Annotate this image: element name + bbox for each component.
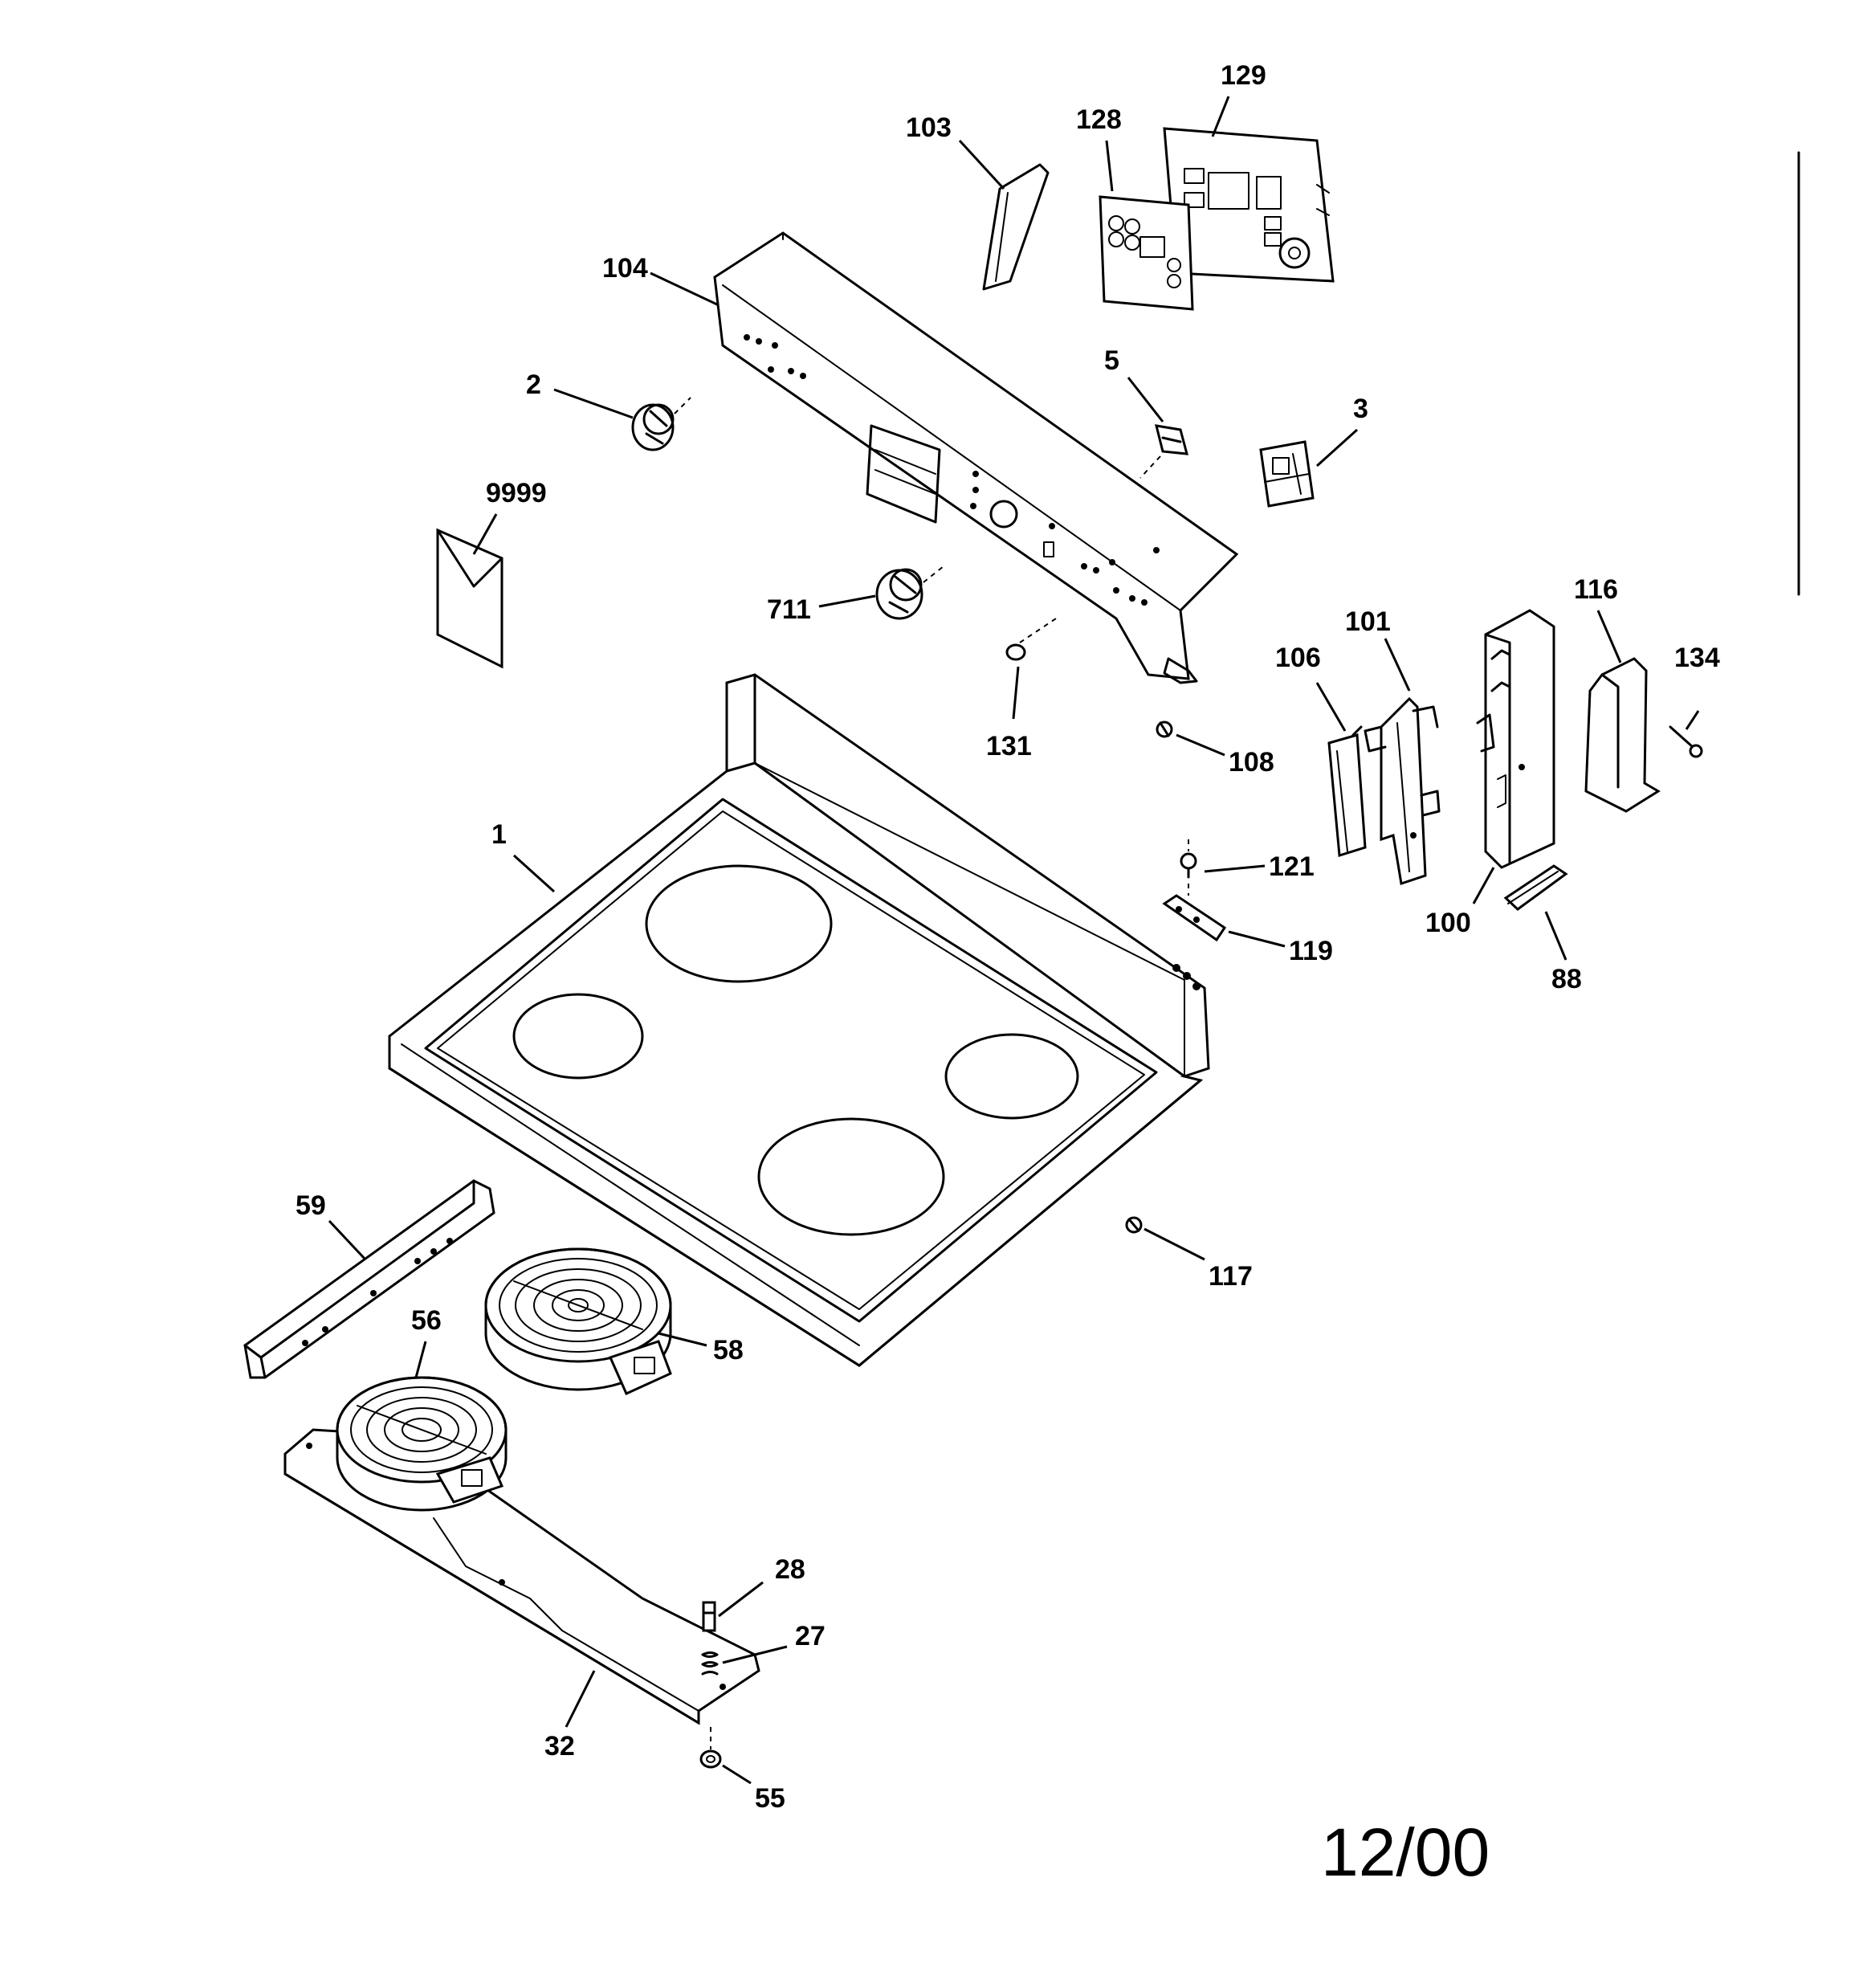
label-5: 5 — [1104, 345, 1119, 376]
part-100-side-trim — [1476, 609, 1555, 869]
part-56-radiant-element — [336, 1376, 508, 1512]
part-116-end-cap — [1584, 657, 1661, 813]
part-9999-literature — [436, 528, 503, 669]
label-100: 100 — [1425, 908, 1471, 938]
part-103-bracket — [982, 163, 1050, 291]
label-9999: 9999 — [486, 478, 547, 508]
part-88-block — [1503, 864, 1568, 911]
part-3-relay — [1259, 440, 1315, 508]
label-27: 27 — [795, 1621, 826, 1651]
part-128-overlay — [1099, 195, 1194, 311]
part-58-radiant-element — [484, 1247, 672, 1395]
label-106: 106 — [1275, 643, 1321, 673]
label-88: 88 — [1551, 964, 1582, 994]
burner-ring — [645, 864, 833, 983]
date-code: 12/00 — [1321, 1815, 1490, 1890]
label-131: 131 — [986, 731, 1032, 761]
part-711-knob — [875, 568, 923, 620]
part-121-screw — [1180, 852, 1197, 879]
label-104: 104 — [602, 253, 648, 284]
part-108-screw — [1156, 720, 1173, 738]
part-117-nut — [1125, 1216, 1143, 1234]
part-119-bracket — [1162, 894, 1227, 942]
part-5-switch — [1154, 424, 1189, 455]
label-2: 2 — [526, 369, 541, 400]
label-108: 108 — [1229, 747, 1274, 778]
label-134: 134 — [1674, 643, 1720, 673]
part-59-angle-bracket — [243, 1179, 495, 1379]
part-2-knob — [631, 403, 675, 451]
part-129-control-board — [1163, 127, 1335, 283]
label-32: 32 — [544, 1731, 575, 1761]
label-711: 711 — [767, 594, 811, 625]
part-1-cooktop — [388, 673, 1210, 1367]
label-28: 28 — [775, 1554, 805, 1585]
part-101-bracket — [1364, 696, 1441, 885]
label-128: 128 — [1076, 104, 1122, 135]
part-27-spring — [701, 1651, 719, 1676]
label-103: 103 — [906, 112, 952, 143]
label-101: 101 — [1345, 606, 1391, 637]
label-56: 56 — [411, 1305, 442, 1336]
label-59: 59 — [296, 1190, 326, 1221]
label-55: 55 — [755, 1783, 785, 1814]
label-3: 3 — [1353, 394, 1368, 424]
label-121: 121 — [1269, 851, 1315, 882]
label-58: 58 — [713, 1335, 744, 1365]
burner-ring — [944, 1033, 1079, 1120]
part-55-nut — [699, 1749, 722, 1769]
part-104-backsplash — [713, 231, 1239, 684]
label-1: 1 — [491, 819, 507, 850]
part-131-grommet — [1005, 643, 1026, 661]
part-134-screw — [1669, 725, 1703, 758]
part-106-bracket — [1327, 725, 1367, 857]
label-119: 119 — [1289, 936, 1333, 966]
label-116: 116 — [1574, 574, 1618, 605]
label-129: 129 — [1221, 60, 1266, 91]
part-28-stud — [702, 1601, 716, 1632]
burner-ring — [512, 993, 644, 1080]
label-117: 117 — [1209, 1261, 1253, 1292]
burner-ring — [757, 1117, 945, 1236]
